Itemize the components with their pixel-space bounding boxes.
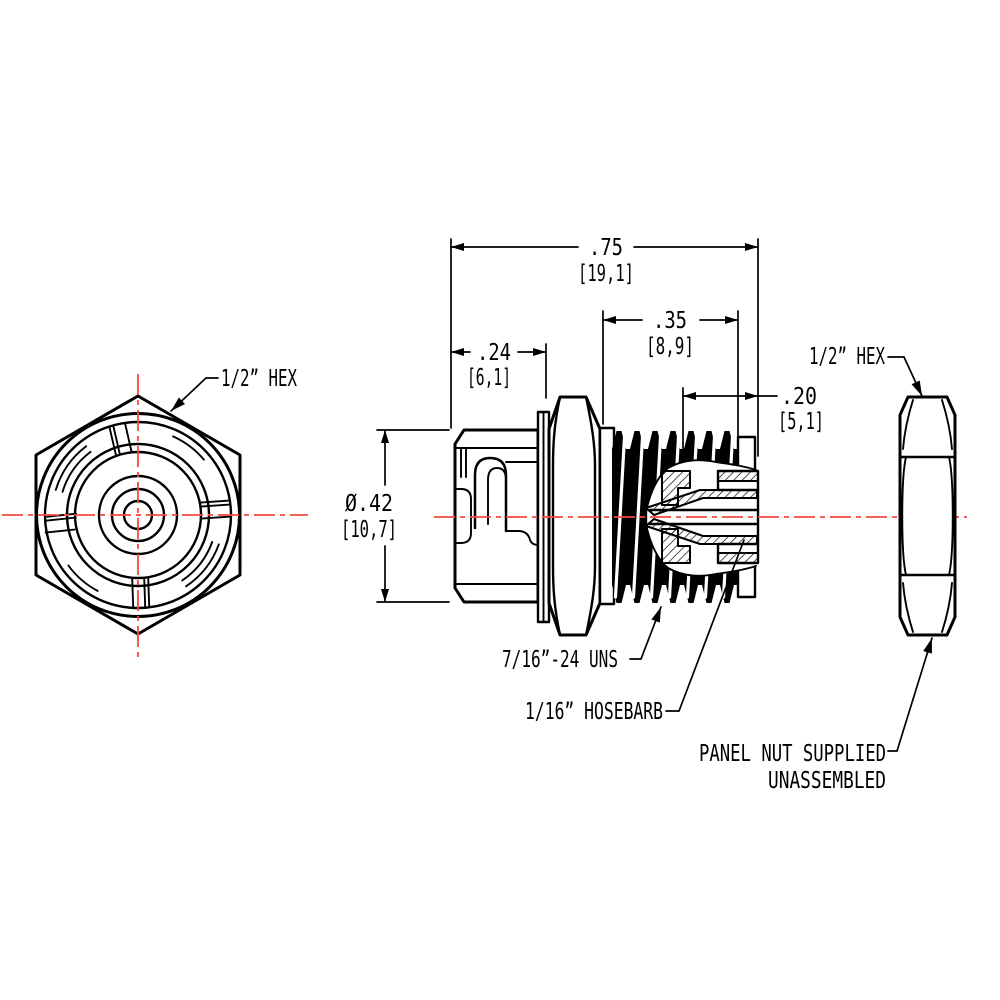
dim-coupling-length: .24 [6,1] xyxy=(450,340,547,391)
dimension-annotations: .75 [19,1] .35 [8,9] .24 [6,1] .20 [5,1] xyxy=(341,235,824,603)
dim-diameter-mm: [10,7] xyxy=(341,517,397,543)
front-hex-leader-arrow xyxy=(171,397,186,411)
dim-overall-mm: [19,1] xyxy=(578,261,634,287)
panel-nut-view xyxy=(898,395,957,637)
dim-overall-length: .75 [19,1] xyxy=(450,235,759,287)
nut-hex-leader-arrow xyxy=(911,380,922,396)
shoulder-washer xyxy=(598,426,616,606)
break-line-bottom xyxy=(645,523,757,577)
hose-barb-leader xyxy=(665,539,745,712)
bayonet-slot-detail xyxy=(454,447,539,585)
hose-barb-section xyxy=(644,459,760,577)
side-view-connector xyxy=(434,395,967,637)
leader-labels: 1/2” HEX 1/2” HEX 7/16”-24 UNS 1/16” HOS… xyxy=(170,344,933,794)
panel-nut-facet-lines xyxy=(898,455,957,577)
bayonet-slots xyxy=(44,422,232,609)
dim-diameter-inch: Ø.42 xyxy=(345,491,393,517)
dim-overall-inch: .75 xyxy=(589,235,623,261)
label-thread-spec: 7/16”-24 UNS xyxy=(502,606,662,673)
front-view-connector xyxy=(2,374,308,660)
label-panel-nut-note: PANEL NUT SUPPLIED UNASSEMBLED xyxy=(699,637,933,794)
dim-barb-protrusion: .20 [5,1] xyxy=(682,384,824,435)
label-nut-hex: 1/2” HEX xyxy=(809,344,923,397)
nut-hex-text: 1/2” HEX xyxy=(809,344,885,370)
dim-thread-mm: [8,9] xyxy=(646,334,694,360)
panel-nut-note-line2: UNASSEMBLED xyxy=(768,768,886,794)
dim-barb-inch: .20 xyxy=(781,384,817,410)
thread-spec-leader xyxy=(629,606,662,660)
dim-coupling-mm: [6,1] xyxy=(467,365,511,391)
panel-nut-outline xyxy=(898,395,957,637)
label-hose-barb: 1/16” HOSEBARB xyxy=(525,539,745,725)
coupling-sleeve xyxy=(453,428,540,604)
dim-coupling-inch: .24 xyxy=(477,340,511,366)
label-front-hex: 1/2” HEX xyxy=(170,366,297,412)
thread-spec-text: 7/16”-24 UNS xyxy=(502,647,618,673)
front-hex-leader xyxy=(170,377,219,412)
panel-nut-leader-arrow xyxy=(923,638,932,654)
dim-barb-mm: [5,1] xyxy=(778,409,824,435)
panel-nut-note-line1: PANEL NUT SUPPLIED xyxy=(699,741,886,767)
panel-nut-chamfer-curves xyxy=(902,399,953,633)
thread-spec-leader-arrow xyxy=(651,607,661,623)
dim-thread-inch: .35 xyxy=(653,308,687,334)
panel-nut-barrel-curves xyxy=(901,456,954,576)
front-hex-text: 1/2” HEX xyxy=(221,366,297,392)
hex-body xyxy=(547,395,602,637)
extension-lines xyxy=(376,238,759,603)
barb-bore xyxy=(644,488,760,546)
panel-nut-leader xyxy=(887,637,933,752)
dim-body-diameter: Ø.42 [10,7] xyxy=(341,429,397,603)
dim-thread-length: .35 [8,9] xyxy=(602,308,739,360)
collar-hatch-upper xyxy=(717,470,759,482)
hose-barb-text: 1/16” HOSEBARB xyxy=(525,699,663,725)
break-line-top xyxy=(645,459,757,513)
